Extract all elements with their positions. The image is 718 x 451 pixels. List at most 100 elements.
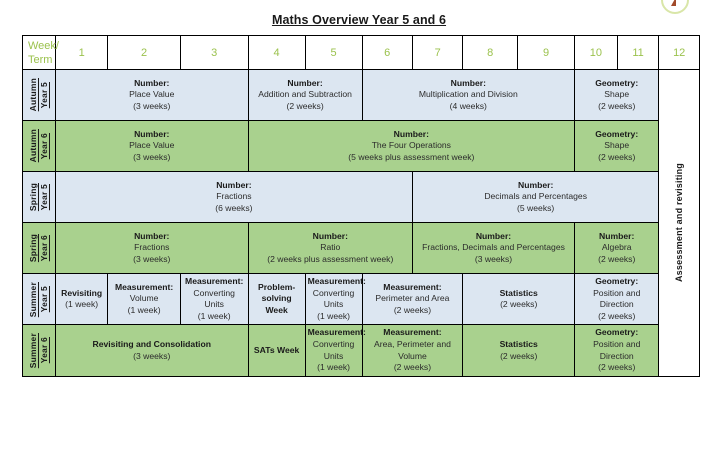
row-year-label: Year 5 xyxy=(39,286,50,313)
topic-title: Number: xyxy=(287,77,323,88)
row-term-label: Summer xyxy=(28,281,39,317)
topic-subject: Shape xyxy=(604,89,630,100)
topic-title: Number: xyxy=(475,230,512,241)
topic-subject: Perimeter and Area xyxy=(375,293,450,304)
topic-duration: (3 weeks) xyxy=(133,253,171,264)
topic-subject: The Four Operations xyxy=(371,140,451,151)
topic-cell: Number:Multiplication and Division(4 wee… xyxy=(361,69,576,121)
topic-duration: (3 weeks) xyxy=(133,151,171,162)
topic-duration: (2 weeks) xyxy=(500,299,538,310)
topic-title: Geometry: xyxy=(595,276,639,286)
topic-cell: Geometry:Shape(2 weeks) xyxy=(574,120,660,172)
topic-subject: Algebra xyxy=(601,242,632,253)
topic-subject: Volume xyxy=(129,293,159,304)
topic-title: Statistics xyxy=(499,287,538,298)
topic-duration: (2 weeks) xyxy=(393,362,432,373)
topic-title: Number: xyxy=(134,230,170,241)
assessment-and-revisiting-column: Assessment and revisiting xyxy=(658,69,700,377)
week-header-11: 11 xyxy=(616,35,660,70)
topic-cell: Measurement:Area, Perimeter and Volume(2… xyxy=(361,324,464,377)
topic-duration: (1 week) xyxy=(317,310,351,321)
corner-label-line1: Week/ xyxy=(28,39,59,52)
week-header-3: 3 xyxy=(179,35,249,70)
topic-cell: Measurement:Converting Units(1 week) xyxy=(304,324,366,377)
topic-subject: Addition and Subtraction xyxy=(258,89,352,100)
topic-duration: (2 weeks) xyxy=(286,100,324,111)
topic-duration: (5 weeks plus assessment week) xyxy=(348,151,475,162)
topic-duration: (2 weeks) xyxy=(598,362,636,373)
topic-cell: Statistics(2 weeks) xyxy=(462,272,576,326)
row-year-label: Year 6 xyxy=(39,234,50,262)
topic-cell: Number:Algebra(2 weeks) xyxy=(574,222,660,274)
topic-duration: (2 weeks) xyxy=(393,304,432,315)
week-header-9: 9 xyxy=(517,35,576,70)
week-header-7: 7 xyxy=(411,35,464,70)
topic-title: Revisiting and Consolidation xyxy=(92,338,211,349)
topic-cell: Geometry:Position and Direction(2 weeks) xyxy=(574,324,660,377)
topic-cell: Geometry:Shape(2 weeks) xyxy=(574,69,660,121)
topic-cell: Revisiting and Consolidation(3 weeks) xyxy=(54,324,249,377)
topic-duration: (3 weeks) xyxy=(133,350,171,361)
topic-duration: (1 week) xyxy=(65,299,99,310)
topic-cell: SATs Week xyxy=(247,324,306,377)
topic-title: Number: xyxy=(312,230,348,241)
topic-duration: (1 week) xyxy=(197,310,231,321)
topic-subject: Ratio xyxy=(320,242,341,253)
topic-title: Geometry: xyxy=(595,128,639,139)
topic-cell: Number:Place Value(3 weeks) xyxy=(54,120,249,172)
topic-cell: Number:Fractions, Decimals and Percentag… xyxy=(411,222,576,274)
topic-subject: Position and Direction xyxy=(593,338,641,361)
row-year-label: Year 5 xyxy=(39,183,50,211)
topic-duration: (3 weeks) xyxy=(474,253,513,264)
topic-duration: (2 weeks) xyxy=(500,350,538,361)
row-term-label: Spring xyxy=(28,182,39,212)
topic-duration: (2 weeks) xyxy=(598,151,636,162)
topic-duration: (1 week) xyxy=(317,362,351,373)
topic-cell: Number:Ratio(2 weeks plus assessment wee… xyxy=(247,222,413,274)
topic-title: Problem-solving Week xyxy=(257,281,296,315)
topic-duration: (3 weeks) xyxy=(133,100,171,111)
topic-subject: Decimals and Percentages xyxy=(484,191,588,202)
week-header-6: 6 xyxy=(361,35,413,70)
topic-subject: Place Value xyxy=(129,89,175,100)
week-header-12: 12 xyxy=(658,35,700,70)
week-header-5: 5 xyxy=(304,35,363,70)
topic-title: Number: xyxy=(393,128,430,139)
table-header-row: Week/ Term 1 2 3 4 5 6 7 8 9 10 11 12 xyxy=(22,35,700,70)
topic-cell: Number:Decimals and Percentages(5 weeks) xyxy=(411,171,660,223)
page-title: Maths Overview Year 5 and 6 xyxy=(271,13,447,27)
row-year-label: Year 5 xyxy=(39,81,50,109)
week-header-4: 4 xyxy=(247,35,306,70)
row-year-label: Year 6 xyxy=(39,132,50,160)
topic-title: Measurement: xyxy=(114,281,174,292)
topic-duration: (2 weeks plus assessment week) xyxy=(267,253,394,264)
topic-subject: Converting Units xyxy=(312,287,355,310)
assessment-column-label: Assessment and revisiting xyxy=(674,163,685,283)
topic-cell: Measurement:Converting Units(1 week) xyxy=(304,272,366,326)
week-header-2: 2 xyxy=(107,35,181,70)
topic-subject: Converting Units xyxy=(312,338,355,361)
topic-title: Geometry: xyxy=(595,327,639,338)
topic-cell: Number:Place Value(3 weeks) xyxy=(54,69,249,121)
topic-duration: (2 weeks) xyxy=(598,253,636,264)
topic-title: Measurement: xyxy=(307,276,366,286)
week-header-10: 10 xyxy=(574,35,618,70)
topic-subject: Position and Direction xyxy=(593,287,641,310)
corner-label-line2: Term xyxy=(28,53,53,66)
topic-title: Statistics xyxy=(499,338,538,349)
row-year-label: Year 6 xyxy=(39,337,50,364)
topic-title: Measurement: xyxy=(307,327,366,338)
topic-subject: Area, Perimeter and Volume xyxy=(373,338,451,361)
topic-title: Number: xyxy=(450,77,486,88)
maths-overview-table: Week/ Term 1 2 3 4 5 6 7 8 9 10 11 12 Au… xyxy=(22,35,700,377)
topic-cell: Measurement:Converting Units(1 week) xyxy=(179,272,249,326)
topic-title: Number: xyxy=(599,230,635,241)
topic-cell: Number:The Four Operations(5 weeks plus … xyxy=(247,120,576,172)
topic-cell: Geometry:Position and Direction(2 weeks) xyxy=(574,272,660,326)
